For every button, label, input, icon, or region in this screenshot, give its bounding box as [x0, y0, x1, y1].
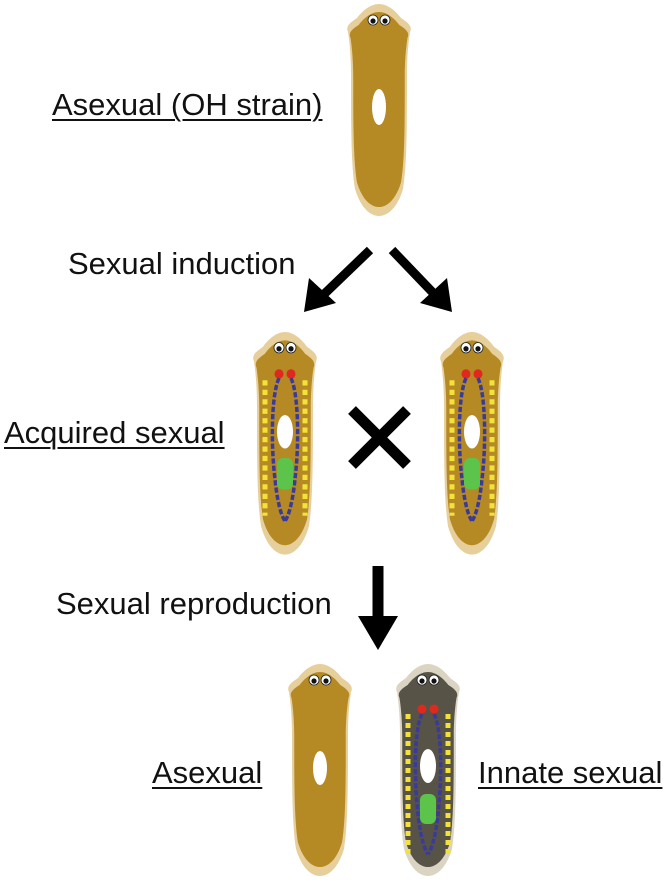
ovary	[429, 704, 439, 714]
label-acquired-sexual: Acquired sexual	[4, 415, 225, 450]
copulatory-apparatus	[277, 458, 293, 490]
pharynx	[313, 751, 327, 785]
label-asexual: Asexual	[152, 755, 263, 790]
worm-acquired-sexual-left	[253, 332, 317, 555]
eyes-icon	[460, 342, 484, 354]
worm-asexual-oh-strain	[347, 4, 411, 216]
label-sexual-reproduction: Sexual reproduction	[56, 586, 332, 621]
pharynx	[464, 414, 480, 449]
down-right-arrow-icon	[388, 246, 452, 312]
eyes-icon	[308, 674, 332, 686]
pharynx	[372, 89, 386, 125]
ovary	[274, 369, 284, 379]
cross-symbol-icon	[348, 406, 411, 469]
label-sexual-induction: Sexual induction	[68, 246, 296, 281]
testes	[449, 380, 495, 516]
copulatory-apparatus	[464, 458, 480, 490]
eyes-icon	[273, 342, 297, 354]
pharynx	[420, 749, 436, 783]
eyes-icon	[367, 14, 391, 26]
down-arrow-icon	[358, 566, 398, 650]
eyes-icon	[416, 674, 440, 686]
ducts	[457, 377, 487, 523]
ducts	[270, 377, 300, 523]
worm-offspring-innate-sexual	[396, 664, 460, 876]
down-left-arrow-icon	[304, 246, 374, 312]
ovary	[461, 369, 471, 379]
pharynx	[277, 414, 293, 449]
worm-offspring-asexual	[288, 664, 352, 876]
worm-acquired-sexual-right	[440, 332, 504, 555]
copulatory-apparatus	[420, 794, 436, 824]
label-innate-sexual: Innate sexual	[478, 755, 663, 790]
ducts	[413, 713, 443, 856]
ovary	[417, 704, 427, 714]
ovary	[473, 369, 483, 379]
ovary	[286, 369, 296, 379]
label-asexual-oh-strain: Asexual (OH strain)	[52, 87, 323, 122]
testes	[262, 380, 308, 516]
